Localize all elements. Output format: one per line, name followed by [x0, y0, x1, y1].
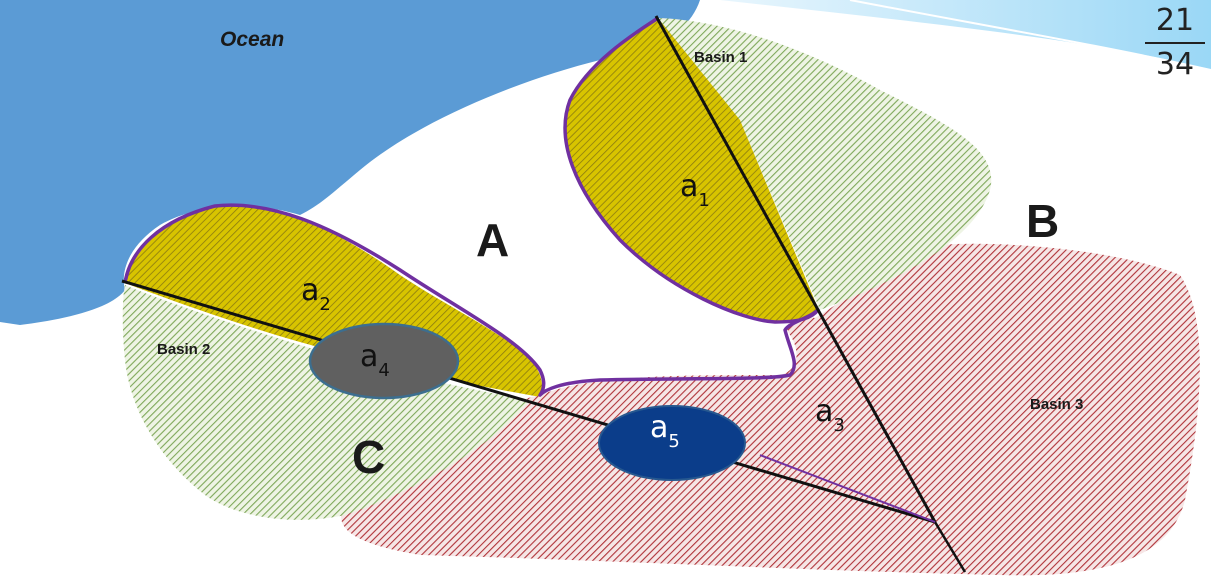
page-number-total: 34 [1155, 47, 1195, 82]
area-a4-label: a4 [360, 339, 390, 381]
region-b-label: B [1026, 195, 1059, 247]
basin-1-area [658, 18, 992, 310]
watershed-boundary [123, 16, 820, 397]
region-a-label: A [476, 214, 509, 266]
slide-corner-decoration [720, 0, 1211, 70]
ocean-area [0, 0, 700, 325]
slide-corner-line [849, 0, 1211, 71]
ocean-label: Ocean [220, 28, 284, 51]
area-a5-ellipse [598, 405, 746, 481]
basin-2-area [122, 285, 530, 520]
area-a3-label: a3 [815, 394, 845, 436]
page-number-current: 21 [1145, 6, 1205, 44]
basin-2-label: Basin 2 [157, 341, 210, 358]
area-a1-label: a1 [680, 169, 710, 211]
basin-3-label: Basin 3 [1030, 396, 1083, 413]
divider-purple-tip [759, 454, 936, 523]
region-c-label: C [352, 431, 385, 483]
area-a2-label: a2 [301, 273, 331, 315]
divider-line-basin-1-3-ext [933, 521, 967, 573]
page-number: 21 34 [1145, 6, 1205, 80]
area-a4-ellipse [308, 322, 460, 400]
area-a5-label: a5 [650, 410, 680, 452]
divider-line-basin-1-3 [654, 15, 937, 523]
basin-3-area [341, 243, 1200, 576]
divider-line-basin-2-3 [121, 279, 936, 524]
basin-1-label: Basin 1 [694, 49, 747, 66]
